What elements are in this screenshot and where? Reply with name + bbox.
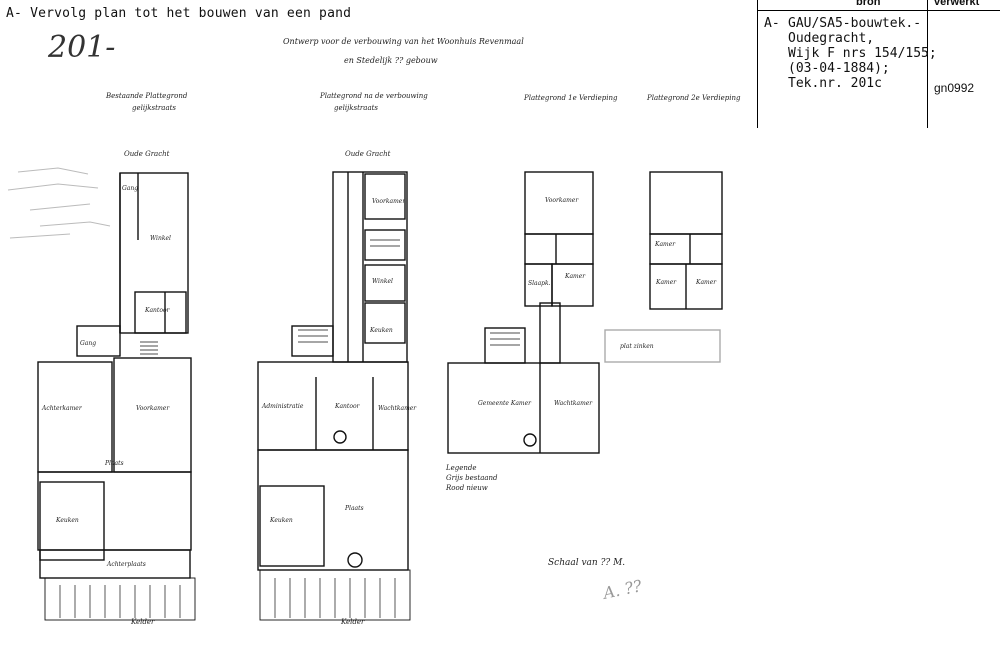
- plan-title-1-line2: gelijkstraats: [132, 104, 177, 112]
- plan1-keuken: [39, 481, 105, 561]
- plan2-well-2: [347, 552, 363, 568]
- plan2-winkel: [364, 264, 406, 302]
- room-label: Kantoor: [334, 403, 361, 410]
- processing-code: gn0992: [934, 81, 975, 95]
- room-label: Kamer: [695, 279, 717, 286]
- room-label: Gemeente Kamer: [478, 400, 532, 407]
- plan2-kelder: [259, 569, 411, 621]
- plan1-achterkamer: [37, 361, 113, 473]
- bottom-label-2: Kelder: [341, 618, 365, 626]
- source-line: (03-04-1884);: [788, 61, 890, 76]
- room-label: Kamer: [564, 273, 586, 280]
- room-label: Winkel: [150, 235, 171, 242]
- plan1-voorkamer: [113, 357, 192, 473]
- plan1-kelder: [44, 577, 196, 621]
- plan2-plaats: [257, 449, 409, 571]
- room-label: Gang: [122, 185, 138, 192]
- room-label: Kantoor: [144, 307, 171, 314]
- pencil-annotations: [7, 167, 111, 239]
- source-box-header: [758, 0, 1000, 11]
- source-prefix: A-: [764, 16, 780, 31]
- plan4-stair-zone: [649, 233, 723, 265]
- room-label: Plaats: [104, 460, 124, 467]
- room-label: Plaats: [344, 505, 364, 512]
- plan4-kamer-front: [649, 171, 723, 235]
- room-label: plat zinken: [620, 343, 654, 350]
- plan2-keuken: [364, 302, 406, 344]
- room-label: Gang: [80, 340, 96, 347]
- plan-title-4: Plattegrond 2e Verdieping: [647, 94, 741, 102]
- room-label: Keuken: [55, 517, 79, 524]
- room-label: Slaapk.: [528, 280, 551, 287]
- room-label: Kamer: [654, 241, 676, 248]
- street-label-2: Oude Gracht: [345, 150, 391, 158]
- plan1-kantoor: [134, 291, 187, 334]
- plan3-gang: [539, 302, 561, 364]
- legend-title: Legende: [446, 464, 477, 472]
- plan-title-2-line2: gelijkstraats: [334, 104, 379, 112]
- plan-title-2-line1: Plattegrond na de verbouwing: [320, 92, 428, 100]
- room-label: Voorkamer: [372, 198, 406, 205]
- room-label: Achterkamer: [41, 405, 83, 412]
- plan2-stair: [364, 229, 406, 261]
- plan-2-renovated: [257, 171, 411, 621]
- plan2-keuken-back: [259, 485, 325, 567]
- plan2-side-stair: [291, 325, 334, 357]
- plan3-well: [523, 433, 537, 447]
- plan3-kamer: [551, 263, 594, 307]
- plan2-well: [333, 430, 347, 444]
- plan1-plaats: [37, 471, 192, 551]
- room-label: Keuken: [269, 517, 293, 524]
- street-label-1: Oude Gracht: [124, 150, 170, 158]
- plan-title-3: Plattegrond 1e Verdieping: [524, 94, 618, 102]
- source-line: Wijk F nrs 154/155;: [788, 46, 937, 61]
- plan-4-second-floor: [604, 171, 723, 363]
- source-reference-box: bron verwerkt A- GAU/SA5-bouwtek.-Oudegr…: [757, 0, 1000, 128]
- room-label: Voorkamer: [545, 197, 579, 204]
- plan3-side-stair: [484, 327, 526, 364]
- plan-1-existing: [37, 172, 196, 621]
- column-header-verwerkt: verwerkt: [934, 0, 980, 8]
- legend-line2: Rood nieuw: [446, 484, 488, 492]
- floor-plan-drawing: Gang Winkel Kantoor Gang Achterkamer Voo…: [7, 167, 723, 621]
- room-label: Voorkamer: [136, 405, 170, 412]
- scale-note: Schaal van ?? M.: [548, 558, 626, 568]
- room-label: Wachtkamer: [554, 400, 593, 407]
- document-title: A- Vervolg plan tot het bouwen van een p…: [6, 6, 352, 21]
- room-label: Wachtkamer: [378, 405, 417, 412]
- source-box-column-divider: [927, 0, 928, 128]
- plan1-side-room: [76, 325, 121, 357]
- source-line: GAU/SA5-bouwtek.-: [788, 16, 922, 31]
- drawing-heading-line2: en Stedelijk ?? gebouw: [344, 56, 438, 65]
- room-label: Administratie: [261, 403, 304, 410]
- drawing-heading-line1: Ontwerp voor de verbouwing van het Woonh…: [283, 37, 524, 46]
- source-line: Oudegracht,: [788, 31, 875, 46]
- plan3-stair-zone: [524, 233, 594, 265]
- source-line: Tek.nr. 201c: [788, 76, 882, 91]
- plan4-plat-zinken: [604, 329, 721, 363]
- room-label: Keuken: [369, 327, 393, 334]
- bottom-label-1: Kelder: [131, 618, 155, 626]
- column-header-bron: bron: [856, 0, 881, 8]
- room-label: Kamer: [655, 279, 677, 286]
- room-label: Winkel: [372, 278, 393, 285]
- source-reference-lines: GAU/SA5-bouwtek.-Oudegracht,Wijk F nrs 1…: [788, 16, 937, 91]
- plan-3-first-floor: [447, 171, 600, 454]
- sheet-number: 201-: [48, 30, 116, 65]
- legend-line1: Grijs bestaand: [446, 474, 498, 482]
- room-annotations: Gang Winkel Kantoor Gang Achterkamer Voo…: [41, 185, 717, 568]
- room-label: Achterplaats: [106, 561, 146, 568]
- plan-title-1-line1: Bestaande Plattegrond: [106, 92, 188, 100]
- plan2-voorkamer: [364, 173, 406, 220]
